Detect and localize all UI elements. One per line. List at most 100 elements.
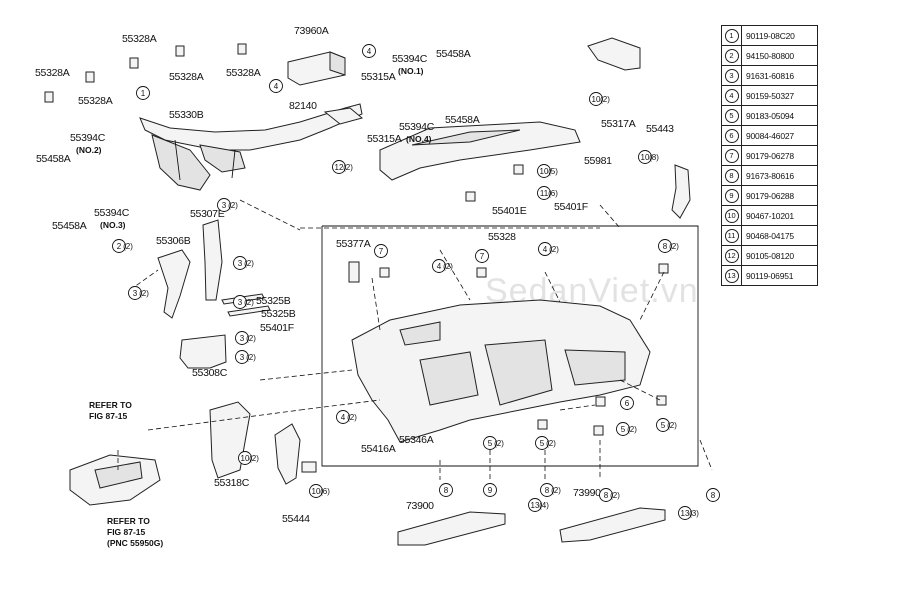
legend-part-number[interactable]: 90105-08120 bbox=[741, 245, 818, 266]
callout-55325b: 55325B bbox=[256, 295, 291, 307]
bracket-55308c[interactable] bbox=[179, 334, 227, 369]
fastener-ref-bubble-3[interactable]: 3(2) bbox=[233, 256, 255, 270]
fastener-ref-bubble-1[interactable]: 1 bbox=[136, 86, 150, 100]
defroster-nozzle-55981[interactable] bbox=[379, 121, 581, 181]
legend-part-number[interactable]: 90119-08C20 bbox=[741, 25, 818, 46]
instrument-panel-55401e[interactable] bbox=[351, 299, 651, 443]
callout-55401f: 55401F bbox=[554, 201, 588, 213]
legend-part-number[interactable]: 90179-06288 bbox=[741, 185, 818, 206]
panel-55318c[interactable] bbox=[209, 401, 251, 479]
fastener-ref-bubble-13[interactable]: 13(3) bbox=[678, 506, 700, 520]
fastener-ref-bubble-4[interactable]: 4 bbox=[269, 79, 283, 93]
bubble-quantity: (2) bbox=[549, 245, 559, 254]
fastener-ref-bubble-4[interactable]: 4(2) bbox=[432, 259, 454, 273]
fastener-ref-bubble-8[interactable]: 8(2) bbox=[599, 488, 621, 502]
fastener-ref-bubble-8[interactable]: 8 bbox=[706, 488, 720, 502]
callout-55394c-no1: 55394C bbox=[392, 53, 428, 65]
bubble-quantity: (2) bbox=[627, 425, 637, 434]
legend-part-number[interactable]: 90119-06951 bbox=[741, 265, 818, 286]
bubble-number: 3 bbox=[240, 353, 245, 362]
air-duct-reference bbox=[69, 454, 161, 506]
fastener-ref-bubble-6[interactable]: 6 bbox=[620, 396, 634, 410]
legend-number-badge: 3 bbox=[724, 68, 739, 83]
legend-part-number[interactable]: 91631-60816 bbox=[741, 65, 818, 86]
fastener-ref-bubble-3[interactable]: 3(2) bbox=[128, 286, 150, 300]
callout-55444: 55444 bbox=[282, 513, 310, 525]
fastener-ref-bubble-9[interactable]: 9 bbox=[483, 483, 497, 497]
fastener-ref-bubble-3[interactable]: 3(2) bbox=[217, 198, 239, 212]
bubble-number: 3 bbox=[238, 298, 243, 307]
fastener-ref-bubble-10[interactable]: 10(2) bbox=[589, 92, 611, 106]
trim-panel-73990[interactable] bbox=[559, 507, 666, 543]
fastener-ref-bubble-10[interactable]: 10(2) bbox=[238, 451, 260, 465]
trim-panel-73900[interactable] bbox=[397, 511, 506, 546]
bubble-quantity: (6) bbox=[548, 189, 558, 198]
legend-number: 2 bbox=[721, 45, 742, 66]
bracket-82140[interactable] bbox=[323, 107, 364, 125]
fastener-ref-bubble-3[interactable]: 3(2) bbox=[235, 331, 257, 345]
legend-part-number[interactable]: 91673-80616 bbox=[741, 165, 818, 186]
fastener-ref-bubble-4[interactable]: 4(2) bbox=[538, 242, 560, 256]
fastener-ref-bubble-8[interactable]: 8(2) bbox=[540, 483, 562, 497]
bubble-quantity: (2) bbox=[123, 242, 133, 251]
fastener-ref-bubble-4[interactable]: 4(2) bbox=[336, 410, 358, 424]
legend-part-number[interactable]: 90159-50327 bbox=[741, 85, 818, 106]
bubble-number: 12 bbox=[335, 163, 344, 172]
bubble-circle bbox=[638, 150, 652, 164]
legend-number: 3 bbox=[721, 65, 742, 86]
legend-part-number[interactable]: 90183-05094 bbox=[741, 105, 818, 126]
callout-55307e: 55307E bbox=[190, 208, 225, 220]
bubble-circle bbox=[432, 259, 446, 273]
legend-number-badge: 4 bbox=[724, 88, 739, 103]
bracket-55443[interactable] bbox=[671, 164, 691, 219]
fastener-ref-bubble-10[interactable]: 10(5) bbox=[537, 164, 559, 178]
fastener-ref-bubble-7[interactable]: 7 bbox=[374, 244, 388, 258]
fastener-ref-bubble-5[interactable]: 5(2) bbox=[656, 418, 678, 432]
fastener-ref-bubble-8[interactable]: 8(2) bbox=[658, 239, 680, 253]
fastener-ref-bubble-10[interactable]: 10(6) bbox=[309, 484, 331, 498]
fastener-ref-bubble-13[interactable]: 13(4) bbox=[528, 498, 550, 512]
fastener-ref-bubble-8[interactable]: 8 bbox=[439, 483, 453, 497]
bubble-circle bbox=[678, 506, 692, 520]
bubble-circle bbox=[537, 186, 551, 200]
callout-55981: 55981 bbox=[584, 155, 612, 167]
leader-lines bbox=[117, 199, 713, 480]
fastener-ref-bubble-3[interactable]: 3(2) bbox=[235, 350, 257, 364]
bracket-55306b[interactable] bbox=[157, 249, 191, 319]
fastener-ref-bubble-5[interactable]: 5(2) bbox=[535, 436, 557, 450]
fastener-ref-bubble-12[interactable]: 12(2) bbox=[332, 160, 354, 174]
legend-part-number[interactable]: 94150-80800 bbox=[741, 45, 818, 66]
fastener-ref-bubble-7[interactable]: 7 bbox=[475, 249, 489, 263]
legend-part-number[interactable]: 90468-04175 bbox=[741, 225, 818, 246]
bubble-number: 13 bbox=[681, 509, 690, 518]
fastener-ref-bubble-3[interactable]: 3(2) bbox=[233, 295, 255, 309]
callout-55394c-no3: 55394C bbox=[94, 207, 130, 219]
fastener-ref-bubble-5[interactable]: 5(2) bbox=[483, 436, 505, 450]
bubble-circle bbox=[332, 160, 346, 174]
bubble-circle bbox=[535, 436, 549, 450]
legend-part-number[interactable]: 90084-46027 bbox=[741, 125, 818, 146]
sensor-module-73960a[interactable] bbox=[287, 51, 346, 86]
fastener-ref-bubble-11[interactable]: 11(6) bbox=[537, 186, 559, 200]
bracket-55307e[interactable] bbox=[202, 219, 223, 301]
bubble-circle bbox=[336, 410, 350, 424]
cover-55317a[interactable] bbox=[587, 37, 641, 71]
fastener-ref-bubble-4[interactable]: 4 bbox=[362, 44, 376, 58]
bubble-number: 5 bbox=[488, 439, 493, 448]
legend-part-number[interactable]: 90467-10201 bbox=[741, 205, 818, 226]
reinforcement-beam-55330b[interactable] bbox=[139, 103, 363, 191]
callout-55318c: 55318C bbox=[214, 477, 250, 489]
callout-55416a: 55416A bbox=[361, 443, 396, 455]
bubble-number: 7 bbox=[480, 252, 485, 261]
panel-55444[interactable] bbox=[274, 423, 301, 485]
fastener-ref-bubble-2[interactable]: 2(2) bbox=[112, 239, 134, 253]
fastener-ref-bubble-5[interactable]: 5(2) bbox=[616, 422, 638, 436]
legend-part-number[interactable]: 90179-06278 bbox=[741, 145, 818, 166]
fastener-ref-bubble-10[interactable]: 10(8) bbox=[638, 150, 660, 164]
bubble-quantity: (2) bbox=[246, 334, 256, 343]
